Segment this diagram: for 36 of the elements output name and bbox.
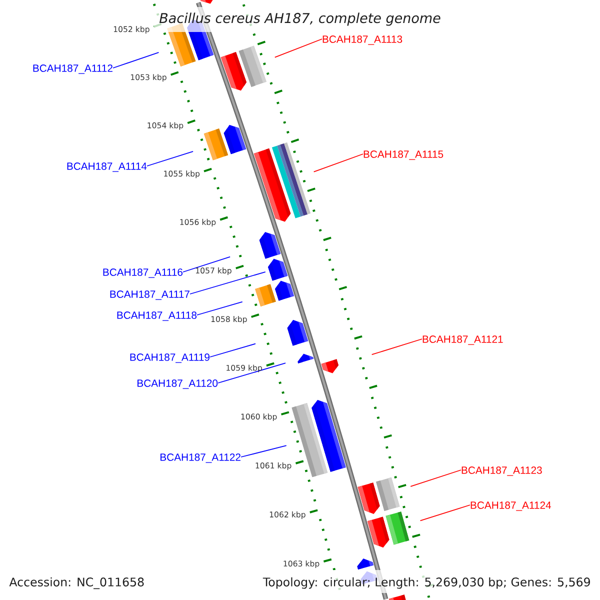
gene-bar	[388, 594, 406, 600]
leader-line	[371, 338, 422, 356]
gene-label: BCAH187_A1122	[160, 454, 240, 463]
gene-bar	[298, 354, 314, 364]
gene-label: BCAH187_A1120	[138, 380, 218, 389]
gene-label: BCAH187_A1113	[322, 36, 402, 45]
gene-bar	[357, 558, 374, 570]
leader-line	[274, 38, 322, 58]
title: Bacillus cereus AH187, complete genome	[154, 7, 446, 32]
footer-text: Accession: NC_011658	[9, 577, 144, 590]
gene-bar	[268, 258, 288, 281]
gene-bar	[259, 232, 281, 259]
gene-bar	[287, 320, 308, 346]
gene-label: BCAH187_A1114	[67, 162, 147, 172]
leader-line	[112, 52, 160, 68]
gene-label: BCAH187_A1124	[470, 502, 552, 511]
leader-line	[420, 504, 470, 522]
gene-label: BCAH187_A1117	[110, 290, 190, 300]
gene-bar	[321, 359, 338, 374]
leader-line	[313, 154, 364, 172]
gene-label: BCAH187_A1112	[33, 64, 112, 74]
gene-label: BCAH187_A1115	[364, 150, 444, 160]
leader-line	[182, 256, 231, 272]
leader-line	[410, 470, 462, 487]
leader-line	[190, 271, 266, 294]
gene-label: BCAH187_A1116	[103, 268, 183, 278]
leader-line	[240, 445, 287, 458]
leader-line	[196, 301, 243, 316]
leader-line	[218, 362, 286, 384]
gene-label: BCAH187_A1123	[462, 466, 542, 476]
leader-line	[146, 150, 194, 166]
gene-label: BCAH187_A1119	[130, 354, 210, 363]
footer-text: Topology: circular; Length: 5,269,030 bp; Genes: 5,569	[257, 570, 596, 593]
leader-line	[210, 343, 256, 358]
gene-label: BCAH187_A1121	[422, 336, 503, 345]
gene-label: BCAH187_A1118	[117, 312, 197, 321]
